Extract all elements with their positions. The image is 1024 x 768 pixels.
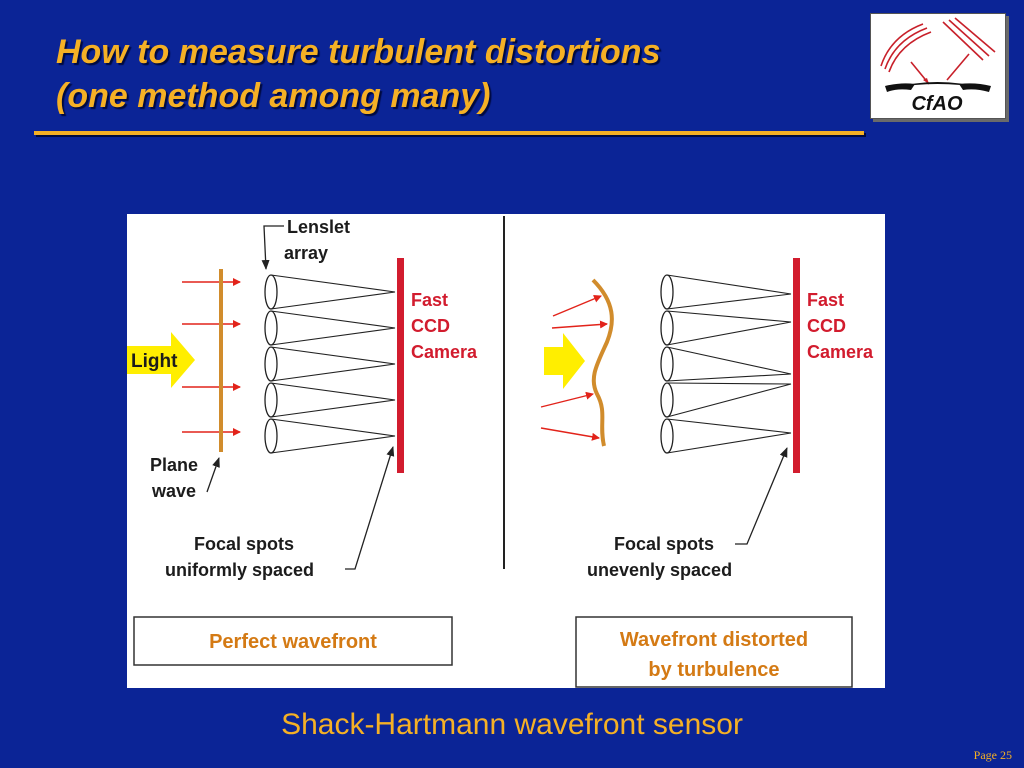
lenslet [660, 346, 674, 382]
camera-label-line: CCD [411, 316, 450, 336]
slide-title: How to measure turbulent distortions (on… [56, 30, 856, 118]
lenslet [264, 346, 278, 382]
light-cone [666, 418, 792, 454]
distorted-wavefront-label-line-1: Wavefront distorted [620, 629, 808, 651]
perfect-wavefront-label: Perfect wavefront [209, 631, 377, 653]
ray-arrow [552, 295, 602, 317]
focal-spots-right-line-2: unevenly spaced [587, 560, 732, 580]
light-cones-right [666, 274, 792, 454]
light-cone [666, 274, 792, 310]
camera-label-line: CCD [807, 316, 846, 336]
lenslet [660, 310, 674, 346]
lenslet [660, 418, 674, 454]
light-cone [666, 382, 792, 418]
focal-spots-right-line-1: Focal spots [614, 534, 714, 554]
distorted-wavefront [591, 278, 614, 447]
light-arrow-icon [127, 332, 195, 388]
focal-spots-left-line-2: uniformly spaced [165, 560, 314, 580]
ray-arrow [540, 427, 600, 441]
light-cone [270, 346, 396, 382]
focal-spots-left-line-1: Focal spots [194, 534, 294, 554]
light-arrow-right-icon [544, 333, 585, 389]
light-cone [666, 310, 792, 346]
plane-wave-pointer-arrow [206, 457, 220, 493]
lenslet [264, 274, 278, 310]
camera-label-line: Camera [807, 342, 874, 362]
title-underline [34, 131, 864, 135]
lenslet-label-line-2: array [284, 243, 328, 263]
lenslet [264, 310, 278, 346]
distorted-wavefront-box [575, 616, 853, 688]
ccd-detector-right [793, 258, 800, 473]
ray-arrow [540, 391, 594, 408]
light-cones-left [270, 274, 396, 454]
light-cone [270, 418, 396, 454]
plane-wave-label-line-2: wave [151, 481, 196, 501]
lenslet [660, 382, 674, 418]
lenslet [264, 382, 278, 418]
shack-hartmann-diagram: Light Fast CCD [127, 214, 885, 688]
light-cone [666, 346, 792, 382]
lenslet-array-left [264, 274, 278, 454]
camera-label-line: Fast [807, 290, 844, 310]
incoming-rays-right [540, 295, 608, 441]
page-number: Page 25 [973, 748, 1012, 762]
logo-text: CfAO [911, 93, 963, 115]
lenslet-label-line-1: Lenslet [287, 217, 350, 237]
light-cone [270, 382, 396, 418]
light-cone [270, 310, 396, 346]
camera-label-left: Fast CCD Camera [411, 290, 478, 362]
light-cone [270, 274, 396, 310]
perfect-wavefront-box [133, 616, 453, 666]
cfao-logo: CfAO [870, 13, 1006, 119]
slide-caption: Shack-Hartmann wavefront sensor [281, 708, 743, 741]
lenslet-pointer-arrow [261, 225, 284, 270]
ray-arrow [551, 320, 608, 329]
lenslet [660, 274, 674, 310]
camera-label-line: Camera [411, 342, 478, 362]
lenslet [264, 418, 278, 454]
title-line-2: (one method among many) [56, 77, 491, 115]
focal-spots-left-pointer [345, 446, 395, 570]
ccd-detector-left [397, 258, 404, 473]
plane-wave-label-line-1: Plane [150, 455, 198, 475]
diagram-svg: Light Fast CCD [127, 216, 874, 688]
title-line-1: How to measure turbulent distortions [56, 33, 661, 71]
light-label: Light [131, 351, 178, 372]
camera-label-line: Fast [411, 290, 448, 310]
cfao-logo-graphic: CfAO [880, 17, 996, 115]
focal-spots-right-pointer [735, 447, 788, 545]
distorted-wavefront-label-line-2: by turbulence [648, 659, 779, 681]
camera-label-right: Fast CCD Camera [807, 290, 874, 362]
lenslet-array-right [660, 274, 674, 454]
incoming-rays-left [182, 278, 241, 436]
